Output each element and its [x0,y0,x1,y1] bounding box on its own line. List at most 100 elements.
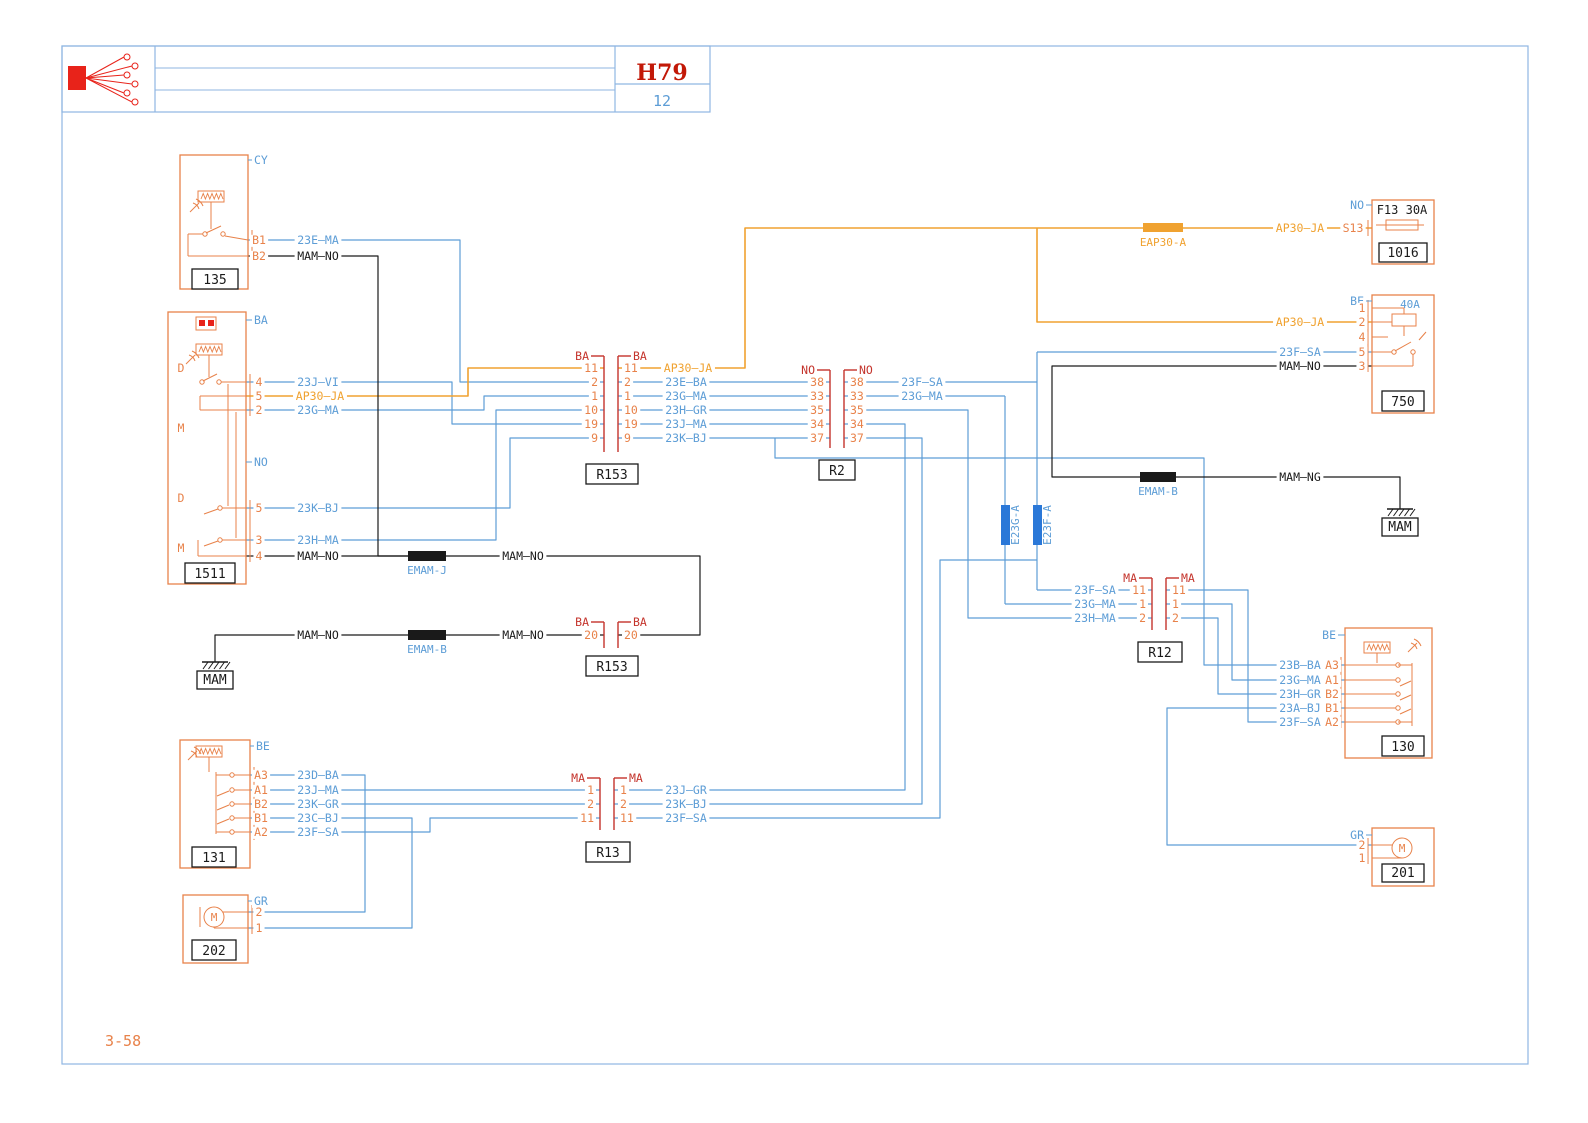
connector-pin: 11 [624,361,638,375]
pin-label: A3 [1325,658,1339,672]
wire-black [214,634,408,655]
connector-pin: 38 [810,375,824,389]
splice-label: E23F-A [1041,505,1054,545]
wire-black [1176,476,1401,502]
pin-label: 5 [1359,345,1366,359]
wire-gold [618,227,1372,369]
pin-label: A1 [254,783,268,797]
connector-pin: 11 [1172,583,1186,597]
wire-label: 23H—GR [665,403,707,417]
wire-label: 23J—GR [665,783,707,797]
pin-label: 4 [256,549,263,563]
wire-label: 23K—GR [297,797,339,811]
connector-pin: 37 [810,431,824,445]
motor-letter: M [211,911,218,924]
wire-label: MAM—NO [297,249,339,263]
splice-label: EMAM-B [407,643,447,656]
connector-pin: 10 [624,403,638,417]
connector-tab-label: NO [1350,198,1364,212]
internal-label: M [178,541,185,555]
pin-label: B1 [254,811,268,825]
pin-label: 1 [1359,851,1366,865]
connector-pin: 11 [1132,583,1146,597]
connector-pin: 2 [1172,611,1179,625]
wire-gold [1036,228,1372,323]
connector-pin: 9 [624,431,631,445]
wire-black [446,555,701,636]
connector-pin: 33 [810,389,824,403]
wire-label: 23K—BJ [665,797,707,811]
splice-label: EMAM-J [407,564,447,577]
wire-label: 23H—GR [1279,687,1321,701]
wire-label: 23G—MA [901,389,943,403]
wire-label: 23G—MA [1279,673,1321,687]
connector-pin: 1 [620,783,627,797]
component-id: 750 [1391,395,1414,410]
wire-label: MAM—NG [1279,470,1321,484]
pin-label: 4 [256,375,263,389]
pin-label: 2 [256,905,263,919]
pin-label: 5 [256,501,263,515]
wire-blue [246,395,604,411]
connector-id: R2 [829,464,845,479]
connector-pin: 34 [810,417,824,431]
internal-label: D [178,361,185,375]
wire-blue [248,239,604,383]
splice-E23G-A: E23G-A [1001,505,1022,545]
connector-pin: 20 [584,628,598,642]
connector-pin: 11 [584,361,598,375]
wire-label: MAM—NO [297,628,339,642]
sheet-number: 12 [653,92,671,110]
pin-label: 5 [256,389,263,403]
connector-pin: 19 [624,417,638,431]
connector-side-label: BA [575,615,589,629]
pin-label: 2 [1359,838,1366,852]
pin-label: S13 [1343,221,1364,235]
wire-blue [844,409,1152,619]
wire-blue [1166,707,1372,846]
wire-label: 23F—SA [1279,715,1321,729]
ground-symbol: MAM [1381,502,1419,537]
pin-label: 1 [256,921,263,935]
component-id: 1511 [194,567,225,582]
relay-rating: 40A [1400,298,1420,311]
wire-label: AP30—JA [296,389,345,403]
pin-label: B1 [1325,701,1339,715]
connector-pin: 33 [850,389,864,403]
wire-label: 23F—SA [1074,583,1116,597]
wire-label: 23C—BJ [297,811,339,825]
component-id: 131 [202,851,225,866]
pin-label: A3 [254,768,268,782]
connector-pin: 19 [584,417,598,431]
wire-label: MAM—NO [502,549,544,563]
connector-side-label: BA [633,615,647,629]
connector-tab-label: BA [254,313,268,327]
connector-pin: 2 [591,375,598,389]
pin-label: 1 [1359,301,1366,315]
wire-label: 23J—MA [297,783,339,797]
pin-label: 3 [1359,359,1366,373]
pin-label: B2 [252,249,266,263]
wire-blue [614,423,906,791]
connector-tab-label: CY [254,153,268,167]
wire-black [1051,365,1372,478]
wire-label: 23J—VI [297,375,339,389]
component-id: 201 [1391,866,1414,881]
splice-EMAM-B: EMAM-B [407,630,447,656]
diagram-code: H79 [636,60,687,86]
connector-side-label: MA [571,771,585,785]
wire-label: 23B—BA [1279,658,1321,672]
connector-id: R153 [596,468,627,483]
wire-gold [246,367,604,397]
wire-blue [614,559,1037,819]
connector-pin: 1 [1172,597,1179,611]
connector-tab-label: BE [1322,628,1336,642]
connector-side-label: MA [1123,571,1137,585]
wire-label: 23G—MA [1074,597,1116,611]
